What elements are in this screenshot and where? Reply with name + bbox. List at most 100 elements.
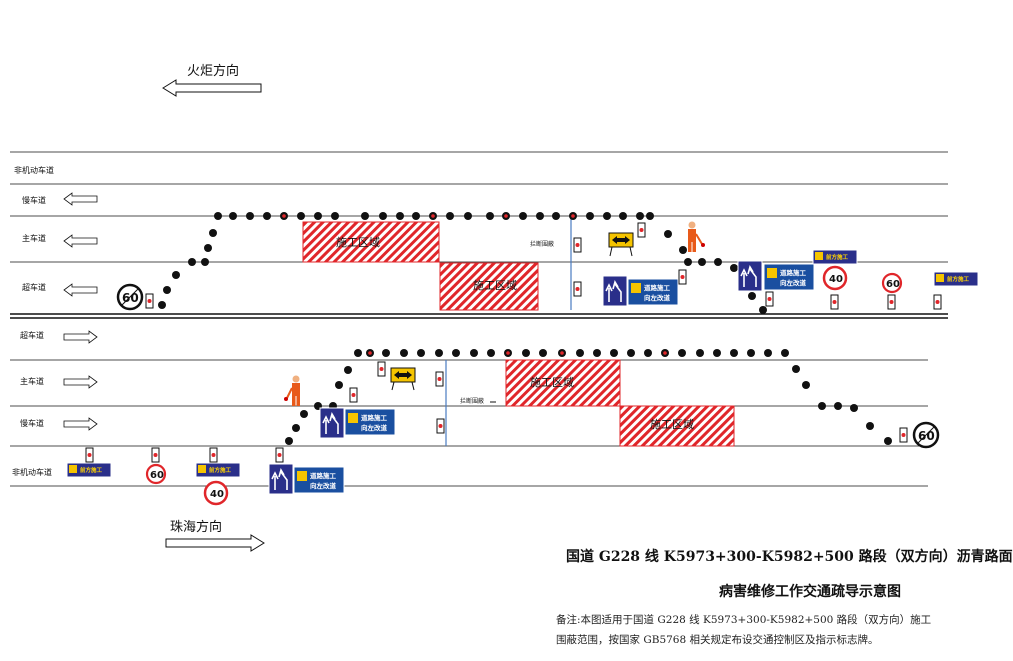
lane-label: 主车道 [22,233,46,243]
detour-sign-line1: 道路施工 [644,283,671,292]
flash-lamp-icon [637,222,646,238]
cone-dot [400,349,408,357]
direction-top-label: 火炬方向 [187,63,239,79]
top-lane-labels: 非机动车道 慢车道 主车道 超车道 [14,165,54,292]
detour-sign-line1: 道路施工 [310,471,337,480]
lane-label: 非机动车道 [12,467,52,477]
arrow-board-icon [608,232,634,257]
lane-merge-sign-icon [737,260,763,292]
barrier-top: 拦断围蔽 [530,216,572,310]
flash-lamp-icon [377,361,386,377]
flash-lamp-icon [678,269,687,285]
left-arrow-icon [63,283,98,297]
flash-lamp-icon [209,447,218,463]
construction-zone: 施工区域 [439,262,539,311]
barrier-label: 拦断围蔽 [530,240,554,248]
cone-dot [361,212,369,220]
worker-icon [688,221,705,252]
cone-dot [610,349,618,357]
top-road-lines [10,151,948,263]
front-construction-sign: 前方施工 [66,462,112,478]
front-construction-text: 前方施工 [826,253,849,261]
zone-label: 施工区域 [650,418,694,431]
cone-dot [486,212,494,220]
cone-dot [519,212,527,220]
detour-sign-line1: 道路施工 [780,268,807,277]
cone-dot [487,349,495,357]
speed-limit-sign: 60 [881,272,903,294]
cone-dot [792,365,800,373]
cone-dot [576,349,584,357]
cone-dot [292,424,300,432]
front-construction-text: 前方施工 [80,466,103,474]
flash-lamp-icon [830,294,839,310]
lane-merge-sign-icon [319,407,345,439]
traffic-diagram: 火炬方向 珠海方向 非机动车道 慢车道 主车道 超车道 超车道 主车道 慢车道 … [10,63,979,552]
cone-dot [201,258,209,266]
cone-dot [679,246,687,254]
cone-dot [714,258,722,266]
cone-dot [764,349,772,357]
cone-dot [730,349,738,357]
left-arrow-icon [63,234,98,248]
right-arrow-icon [63,330,98,344]
cone-dot [417,349,425,357]
right-arrow-icon [63,375,98,389]
cone-dot [552,212,560,220]
speed-limit-sign: 60 [145,463,167,485]
diagram-title-line1: 国道 G228 线 K5973+300-K5982+500 路段（双方向）沥青路… [566,549,1013,565]
cone-dot [644,349,652,357]
cone-dot [379,212,387,220]
bottom-lane-arrows [63,330,98,431]
front-construction-text: 前方施工 [209,466,232,474]
detour-sign: 道路施工 向左改道 [627,278,679,306]
cone-dot [263,212,271,220]
right-arrow-icon [165,534,265,552]
cone-dot [382,349,390,357]
cone-dot [619,212,627,220]
cone-dot [314,212,322,220]
cone-dot [522,349,530,357]
cone-dot [412,212,420,220]
warning-lights-top [280,212,577,220]
cone-dot [229,212,237,220]
detour-sign: 道路施工 向左改道 [344,408,396,436]
cone-dot [627,349,635,357]
flash-lamp-icon [765,291,774,307]
cone-dot [593,349,601,357]
lane-label: 非机动车道 [14,165,54,175]
cone-dot [435,349,443,357]
cone-dot [586,212,594,220]
flash-lamp-icon [573,237,582,253]
flash-lamp-icon [436,418,445,434]
flash-lamp-icon [573,281,582,297]
flash-lamp-icon [151,447,160,463]
cone-dot [536,212,544,220]
right-arrow-icon [63,417,98,431]
cone-dot [684,258,692,266]
left-arrow-icon [162,79,262,97]
construction-zone: 施工区域 [505,359,621,407]
speed-limit-value: 60 [886,279,900,290]
cone-dot [696,349,704,357]
cone-dot [664,230,672,238]
speed-limit-value: 40 [210,489,224,500]
left-arrow-icon [63,192,98,206]
cone-dot [884,437,892,445]
cone-dot [344,366,352,374]
cone-dot [396,212,404,220]
cone-dot [452,349,460,357]
cone-dot [603,212,611,220]
cone-dot [470,349,478,357]
cone-dot [748,292,756,300]
flash-lamp-icon [349,387,358,403]
cone-dot [802,381,810,389]
end-speed-limit-sign: 60 [116,283,144,311]
cone-dot [354,349,362,357]
flash-lamp-icon [85,447,94,463]
post-markers [85,222,942,463]
cone-dot [331,212,339,220]
detour-sign-line2: 向左改道 [644,293,671,302]
direction-top: 火炬方向 [162,63,262,97]
direction-bottom-label: 珠海方向 [170,519,222,535]
